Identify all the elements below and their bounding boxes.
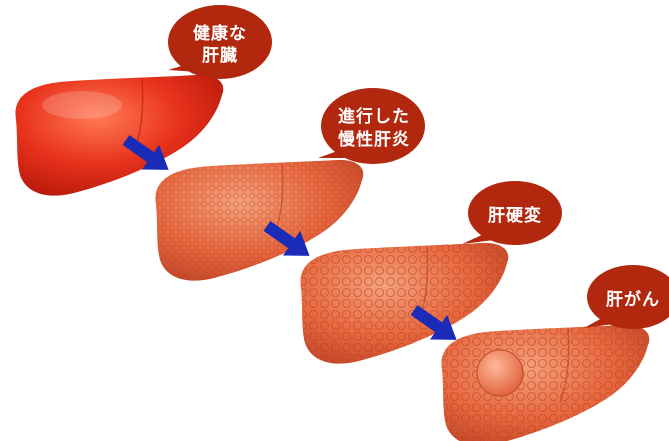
bubble-healthy-line-2: 肝臓 bbox=[202, 46, 238, 66]
liver-cancer bbox=[441, 325, 649, 441]
bubble-chronic-hepatitis-line-2: 慢性肝炎 bbox=[338, 129, 410, 150]
bubble-liver-cancer: 肝がん bbox=[584, 265, 669, 329]
bubble-cirrhosis-label: 肝硬変 bbox=[488, 205, 542, 226]
bubble-healthy: 健康な 肝臓 bbox=[168, 5, 272, 79]
tumor-mass bbox=[477, 350, 523, 396]
bubble-liver-cancer-label: 肝がん bbox=[606, 289, 660, 310]
bubble-healthy-line-1: 健康な bbox=[193, 23, 247, 44]
bubble-cirrhosis: 肝硬変 bbox=[462, 181, 562, 245]
bubble-chronic-hepatitis-line-1: 進行した bbox=[338, 106, 410, 127]
bubble-chronic-hepatitis: 進行した 慢性肝炎 bbox=[318, 88, 425, 164]
